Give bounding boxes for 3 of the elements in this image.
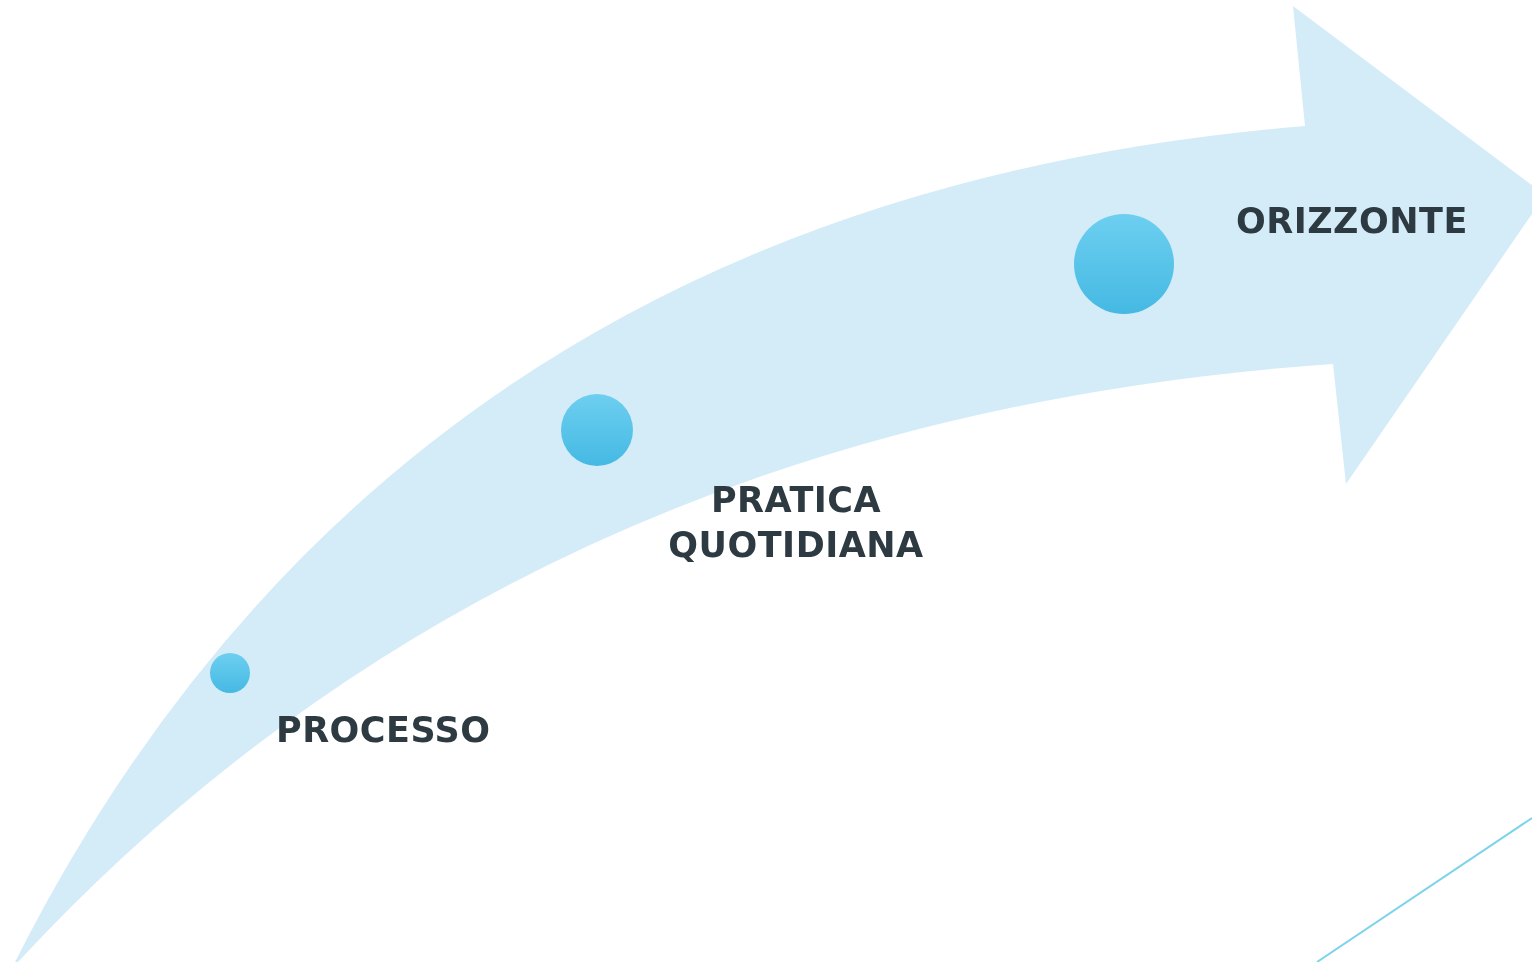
step-label: PRATICA QUOTIDIANA <box>667 479 925 567</box>
step-label: PROCESSO <box>276 709 492 752</box>
step-label: ORIZZONTE <box>1236 200 1469 243</box>
